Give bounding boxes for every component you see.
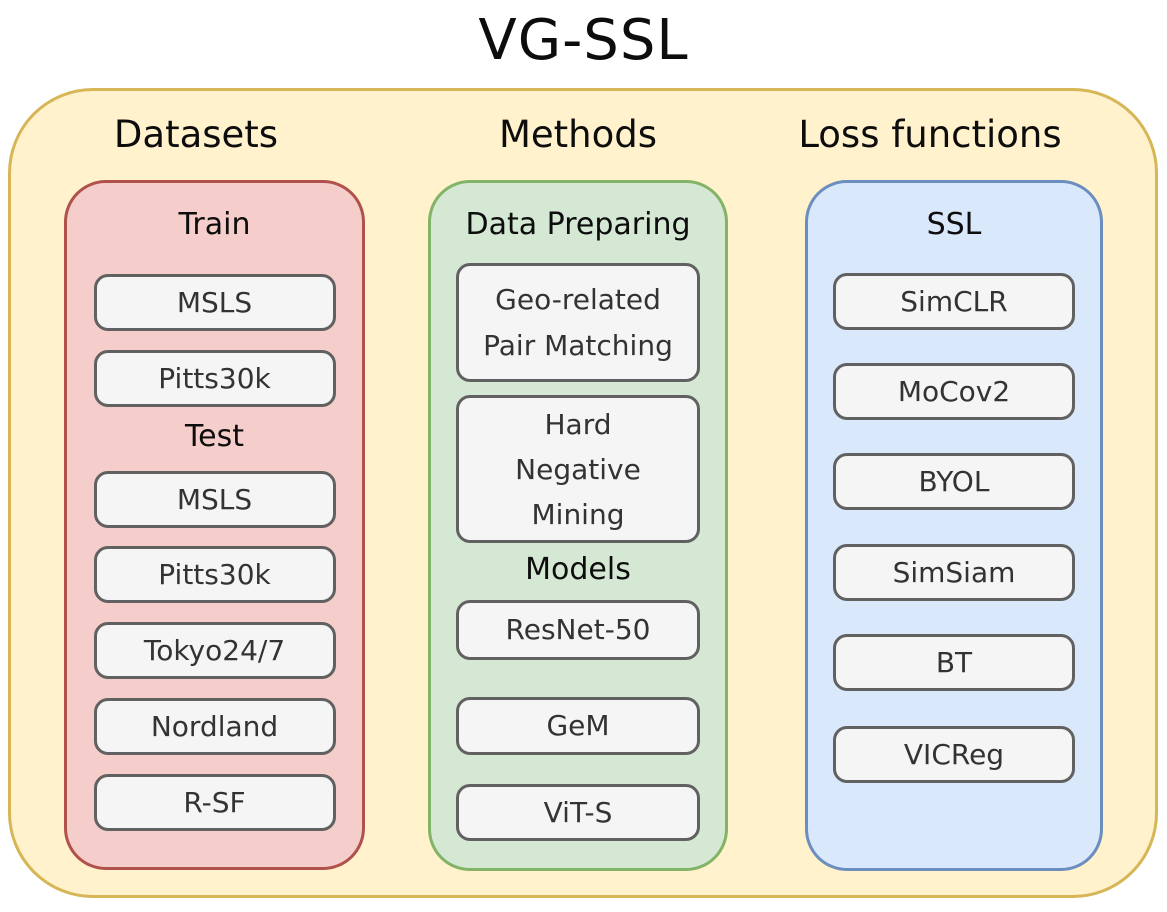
loss-functions-panel: SSL SimCLR MoCov2 BYOL SimSiam BT VICReg xyxy=(805,180,1103,871)
item-box-vicreg: VICReg xyxy=(833,726,1075,783)
column-header-methods: Methods xyxy=(498,113,658,156)
datasets-panel: Train MSLS Pitts30k Test MSLS Pitts30k T… xyxy=(64,180,365,870)
item-box-pitts30k-test: Pitts30k xyxy=(93,546,336,603)
item-box-simclr: SimCLR xyxy=(833,273,1075,330)
item-box-msls-test: MSLS xyxy=(93,471,336,528)
item-box-byol: BYOL xyxy=(833,453,1075,510)
section-label-ssl: SSL xyxy=(926,207,982,242)
item-box-vit-s: ViT-S xyxy=(456,784,700,841)
item-box-mocov2: MoCov2 xyxy=(833,363,1075,420)
column-header-datasets: Datasets xyxy=(113,113,279,156)
section-label-train: Train xyxy=(178,207,251,242)
section-label-models: Models xyxy=(525,552,631,587)
item-box-pitts30k-train: Pitts30k xyxy=(93,350,336,407)
item-box-r-sf: R-SF xyxy=(93,774,336,831)
section-label-data-preparing: Data Preparing xyxy=(465,207,691,242)
hard-negative-line-2: Negative xyxy=(515,452,641,486)
item-box-hard-negative-mining: Hard Negative Mining xyxy=(456,395,700,543)
item-box-gem: GeM xyxy=(456,697,700,755)
geo-related-line-2: Pair Matching xyxy=(483,328,673,362)
item-box-bt: BT xyxy=(833,634,1075,691)
hard-negative-line-1: Hard xyxy=(544,407,612,441)
item-box-simsiam: SimSiam xyxy=(833,544,1075,601)
item-box-msls-train: MSLS xyxy=(93,274,336,331)
column-header-loss-functions: Loss functions xyxy=(798,113,1062,156)
item-box-geo-related-pair-matching: Geo-related Pair Matching xyxy=(456,263,700,382)
figure-title: VG-SSL xyxy=(478,8,689,73)
geo-related-line-1: Geo-related xyxy=(495,282,661,316)
item-box-tokyo247: Tokyo24/7 xyxy=(93,622,336,679)
item-box-resnet-50: ResNet-50 xyxy=(456,600,700,660)
section-label-test: Test xyxy=(184,419,245,454)
item-box-nordland: Nordland xyxy=(93,698,336,755)
methods-panel: Data Preparing Geo-related Pair Matching… xyxy=(428,180,728,871)
hard-negative-line-3: Mining xyxy=(531,497,625,531)
